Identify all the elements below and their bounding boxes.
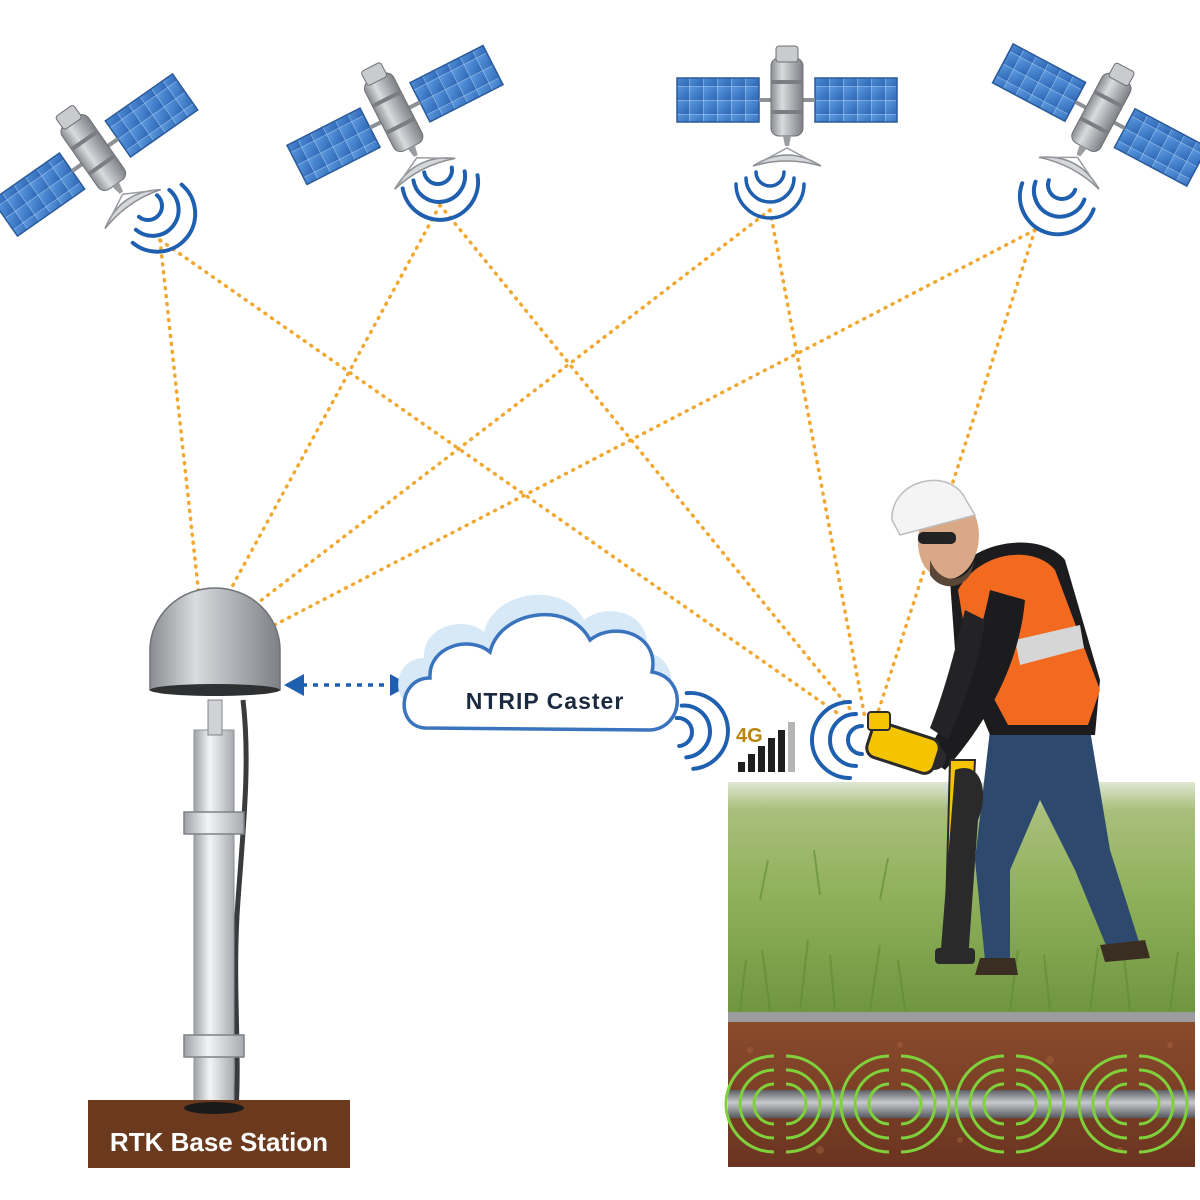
worker-beard [930,560,975,587]
ground-line [728,1012,1195,1022]
satellite-1 [0,46,224,273]
signal-line [158,238,842,717]
network-label: 4G [736,725,763,747]
signal-bars-icon [738,722,795,772]
satellite-icon [971,14,1200,226]
soil-texture [747,1042,1173,1154]
caster-radio-waves [672,687,734,772]
mast-pole [193,729,235,1121]
worker-arm [930,610,985,740]
signal-line [236,208,772,620]
hard-hat [891,479,977,536]
cellular-signal: 4G [736,722,795,772]
worker-boot [975,958,1018,975]
arrow-left-icon [284,674,304,696]
locator-housing [940,768,984,962]
worker-with-locator-icon [865,479,1150,975]
worker-boot [1100,940,1150,962]
gnss-antenna-dome-icon [149,587,281,691]
data-link-arrow [284,674,410,696]
satellite-2 [271,16,524,228]
dome-base [150,684,280,696]
radio-waves-icon [121,174,213,270]
signal-line [438,203,857,717]
grass-texture [739,849,1179,1011]
signal-line [768,208,867,720]
mast-connector [207,699,223,736]
radio-waves-icon [1007,170,1100,247]
cloud-icon [402,613,679,732]
locator-antenna [867,711,891,731]
vest-stripe [1015,625,1084,665]
signal-line [158,238,202,607]
underground-pipe-icon [728,1090,1195,1118]
radio-waves-icon [672,687,734,772]
signal-line [263,228,1037,632]
signal-line [876,228,1037,714]
caster-label: NTRIP Caster [466,688,625,714]
mast-hole [184,1102,244,1114]
satellite-icon [676,45,898,167]
mast-clamp-bottom [183,1034,245,1058]
ntrip-caster: NTRIP Caster [398,594,679,732]
worker-legs [975,730,1140,960]
base-station: RTK Base Station [88,587,350,1168]
base-station-label: RTK Base Station [110,1127,328,1157]
satellite-3 [676,45,898,220]
signal-line [213,203,442,620]
locator-handle [865,721,941,775]
satellite-4 [971,14,1200,247]
locator-foot [935,948,975,964]
safety-glasses [918,532,956,544]
satellite-icon [271,16,524,225]
mast-clamp-top [183,811,245,835]
signal-lines [158,203,1037,720]
satellite-icon [0,46,224,273]
